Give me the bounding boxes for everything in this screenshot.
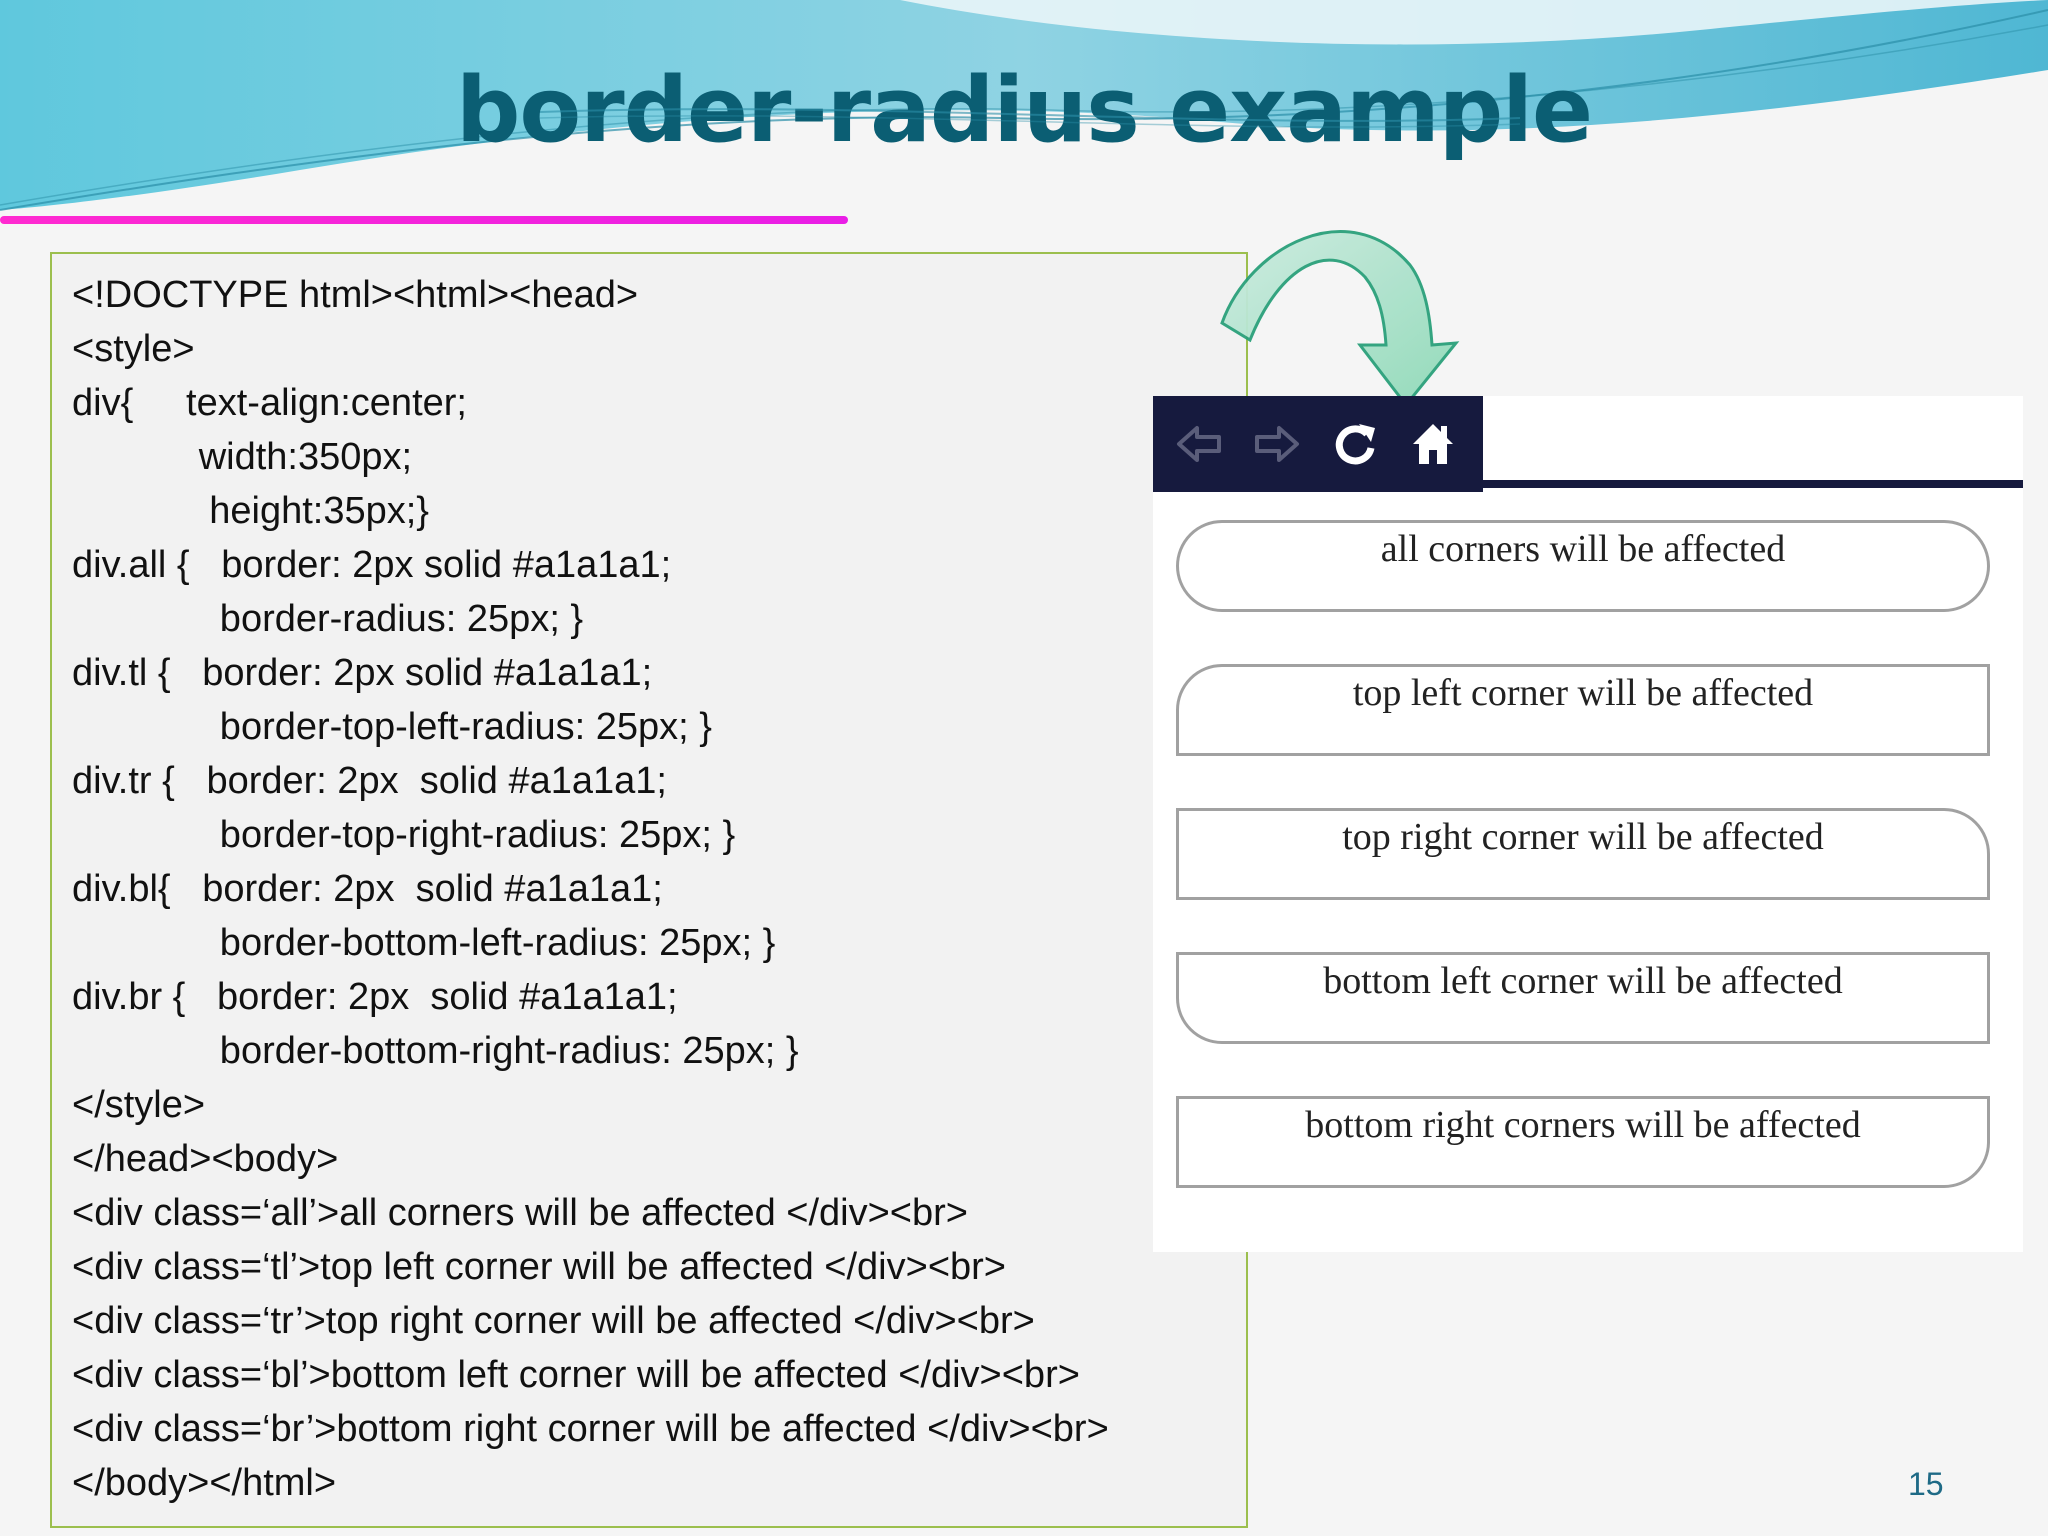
header-wave-decoration bbox=[0, 0, 2048, 211]
curved-arrow-icon bbox=[1220, 230, 1460, 408]
demo-box-top-right: top right corner will be affected bbox=[1176, 808, 1990, 900]
code-line: <div class=‘tr’>top right corner will be… bbox=[72, 1300, 1035, 1342]
code-line: height:35px;} bbox=[72, 490, 429, 532]
demo-box-bottom-right: bottom right corners will be affected bbox=[1176, 1096, 1990, 1188]
code-line: border-radius: 25px; } bbox=[72, 598, 584, 640]
code-listing: <!DOCTYPE html><html><head> <style> div{… bbox=[50, 252, 1248, 1528]
browser-toolbar bbox=[1153, 396, 1483, 492]
code-line: <div class=‘all’>all corners will be aff… bbox=[72, 1192, 968, 1234]
code-line: </style> bbox=[72, 1084, 206, 1126]
code-line: border-top-right-radius: 25px; } bbox=[72, 814, 736, 856]
code-line: <div class=‘bl’>bottom left corner will … bbox=[72, 1354, 1080, 1396]
code-line: div{ text-align:center; bbox=[72, 382, 467, 424]
back-arrow-icon[interactable] bbox=[1175, 420, 1223, 468]
code-line: div.all { border: 2px solid #a1a1a1; bbox=[72, 544, 672, 586]
forward-arrow-icon[interactable] bbox=[1253, 420, 1301, 468]
demo-box-bottom-left: bottom left corner will be affected bbox=[1176, 952, 1990, 1044]
code-line: <div class=‘br’>bottom right corner will… bbox=[72, 1408, 1109, 1450]
code-line: <div class=‘tl’>top left corner will be … bbox=[72, 1246, 1006, 1288]
code-line: <!DOCTYPE html><html><head> bbox=[72, 274, 639, 316]
code-line: div.tl { border: 2px solid #a1a1a1; bbox=[72, 652, 653, 694]
code-line: div.br { border: 2px solid #a1a1a1; bbox=[72, 976, 678, 1018]
home-icon[interactable] bbox=[1409, 420, 1457, 468]
code-line: </body></html> bbox=[72, 1462, 337, 1504]
slide-title: border-radius example bbox=[455, 58, 1593, 163]
demo-box-all-corners: all corners will be affected bbox=[1176, 520, 1990, 612]
page-number: 15 bbox=[1908, 1466, 1944, 1502]
demo-box-top-left: top left corner will be affected bbox=[1176, 664, 1990, 756]
address-bar-edge bbox=[1483, 480, 2023, 488]
code-line: </head><body> bbox=[72, 1138, 339, 1180]
title-underline bbox=[0, 216, 848, 224]
reload-icon[interactable] bbox=[1331, 420, 1379, 468]
browser-preview: all corners will be affected top left co… bbox=[1153, 396, 2023, 1252]
code-line: border-top-left-radius: 25px; } bbox=[72, 706, 712, 748]
code-line: border-bottom-right-radius: 25px; } bbox=[72, 1030, 799, 1072]
code-line: border-bottom-left-radius: 25px; } bbox=[72, 922, 776, 964]
code-line: div.tr { border: 2px solid #a1a1a1; bbox=[72, 760, 667, 802]
code-line: <style> bbox=[72, 328, 195, 370]
code-line: div.bl{ border: 2px solid #a1a1a1; bbox=[72, 868, 663, 910]
code-line: width:350px; bbox=[72, 436, 413, 478]
